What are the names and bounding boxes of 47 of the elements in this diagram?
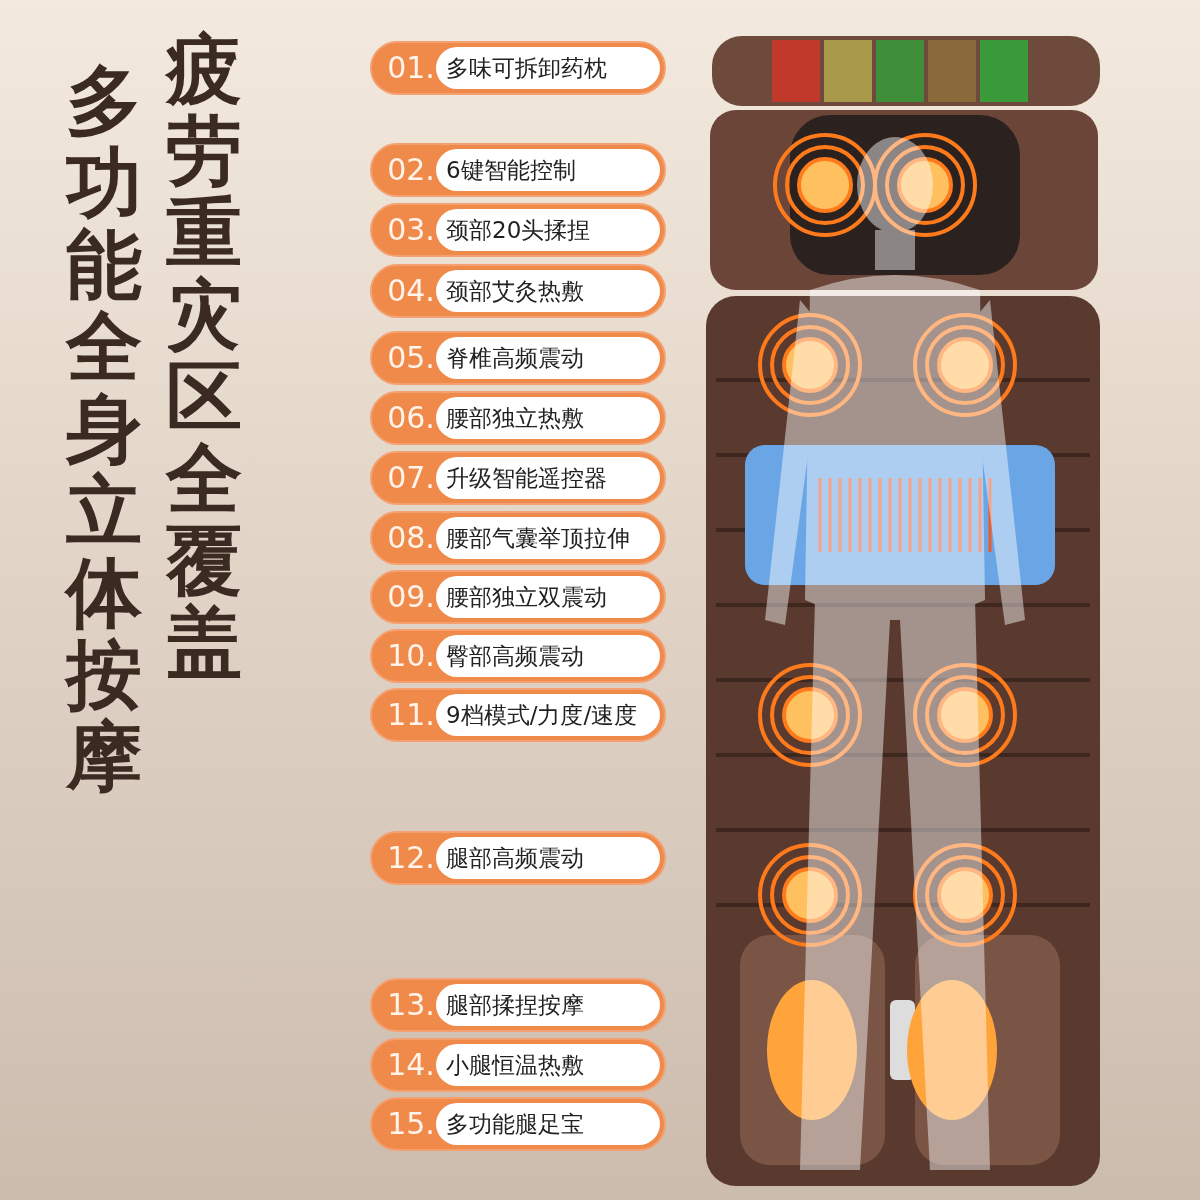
- item-number: 12.: [386, 839, 436, 877]
- vertical-heading: 多功能全身立体按摩: [63, 60, 143, 798]
- feature-label: 6键智能控制: [436, 149, 660, 191]
- item-number: 01.: [386, 49, 436, 87]
- feature-tag: [370, 831, 666, 885]
- feature-tag: [370, 331, 666, 385]
- feature-label: 脊椎高频震动: [436, 337, 660, 379]
- item-number: 04.: [386, 272, 436, 310]
- feature-tag: [370, 978, 666, 1032]
- feature-label: 腿部揉捏按摩: [436, 984, 660, 1026]
- item-number: 09.: [386, 578, 436, 616]
- feature-tag: [370, 629, 666, 683]
- item-number: 13.: [386, 986, 436, 1024]
- feature-label: 多味可拆卸药枕: [436, 47, 660, 89]
- feature-tag: [370, 264, 666, 318]
- vertical-heading: 疲劳重灾区全覆盖: [164, 28, 243, 684]
- feature-tag: [370, 391, 666, 445]
- item-number: 05.: [386, 339, 436, 377]
- item-number: 11.: [386, 696, 436, 734]
- feature-label: 小腿恒温热敷: [436, 1044, 660, 1086]
- feature-label: 臀部高频震动: [436, 635, 660, 677]
- feature-tag: [370, 688, 666, 742]
- feature-tag: [370, 143, 666, 197]
- item-number: 07.: [386, 459, 436, 497]
- item-number: 06.: [386, 399, 436, 437]
- feature-label: 升级智能遥控器: [436, 457, 660, 499]
- feature-label: 腿部高频震动: [436, 837, 660, 879]
- item-number: 08.: [386, 519, 436, 557]
- feature-tag: [370, 203, 666, 257]
- feature-tag: [370, 41, 666, 95]
- feature-label: 颈部20头揉捏: [436, 209, 660, 251]
- item-number: 03.: [386, 211, 436, 249]
- feature-label: 颈部艾灸热敷: [436, 270, 660, 312]
- feature-label: 9档模式/力度/速度: [436, 694, 660, 736]
- item-number: 10.: [386, 637, 436, 675]
- item-number: 02.: [386, 151, 436, 189]
- item-number: 15.: [386, 1105, 436, 1143]
- feature-tag: [370, 1097, 666, 1151]
- item-number: 14.: [386, 1046, 436, 1084]
- feature-label: 腰部独立双震动: [436, 576, 660, 618]
- feature-label: 腰部气囊举顶拉伸: [436, 517, 660, 559]
- feature-tag: [370, 1038, 666, 1092]
- feature-tag: [370, 511, 666, 565]
- feature-label: 多功能腿足宝: [436, 1103, 660, 1145]
- feature-tag: [370, 570, 666, 624]
- feature-tag: [370, 451, 666, 505]
- feature-label: 腰部独立热敷: [436, 397, 660, 439]
